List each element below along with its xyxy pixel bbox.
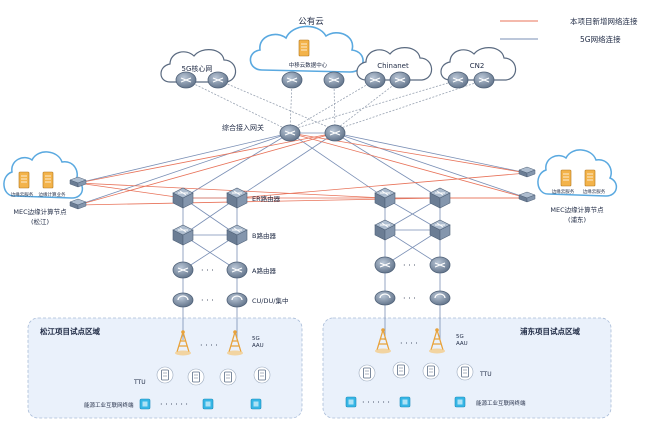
cn2-cloud: CN2 [440, 47, 517, 89]
mec-right-caption-line1: MEC边缘计算节点 [550, 205, 604, 214]
b-router-icon [429, 219, 451, 241]
5g-core-cloud: 5G核心网 [160, 49, 237, 89]
pudong-zone-title: 浦东项目试点区域 [520, 326, 580, 336]
iot-terminal-label: 能源工业互联网终端 [84, 401, 134, 409]
mec-server-icon [42, 171, 54, 189]
access-gateway: 综合接入网关 [222, 123, 346, 142]
a-router-icon [172, 261, 194, 279]
er-router-label: ER路由器 [252, 194, 281, 203]
cu-du-icon [374, 290, 396, 306]
public-cloud: 公有云 中移云数据中心 [249, 16, 364, 89]
5g-link-legend-label: 5G网络连接 [580, 34, 621, 44]
mec-server-icon [560, 169, 572, 187]
public-cloud-router-icon [323, 71, 345, 89]
new-link-legend-label: 本项目新增网络连接 [570, 16, 638, 26]
public-cloud-title: 公有云 [298, 16, 324, 27]
er-router-icon [374, 187, 396, 209]
core-router-icon [207, 71, 229, 89]
mec-server-icon [584, 169, 596, 187]
cu-du-icon [226, 292, 248, 308]
legend: 本项目新增网络连接 5G网络连接 [500, 16, 638, 44]
ttu-icon [253, 366, 271, 384]
mec-left-caption-line1: MEC边缘计算节点 [13, 207, 67, 216]
ellipsis-dots: · · · · [400, 339, 418, 348]
mec-server-icon [18, 171, 30, 189]
ellipsis-dots: · · · [201, 266, 214, 275]
iot-terminal-label: 能源工业互联网终端 [476, 399, 526, 407]
mec-right: 边缘云服务 边缘云服务 MEC边缘计算节点 (浦东) [518, 149, 618, 224]
mec-left-caption-line2: (松江) [31, 217, 49, 226]
right-network-stack: · · · · · · [374, 187, 451, 306]
chinanet-router-icon [389, 71, 411, 89]
ellipsis-dots: · · · · · · [362, 398, 390, 407]
mec-left-server2-label: 边缘计算业务 [39, 191, 66, 198]
ttu-icon [156, 366, 174, 384]
ttu-icon [392, 361, 410, 379]
b-router-label: B路由器 [252, 231, 276, 240]
ttu-icon [358, 364, 376, 382]
mec-switch-icon [518, 191, 536, 203]
5g-links [77, 132, 528, 340]
ttu-icon [422, 362, 440, 380]
ellipsis-dots: · · · [403, 261, 416, 270]
mec-switch-icon [69, 198, 87, 210]
cu-du-label: CU/DU/集中 [252, 296, 288, 305]
a-router-icon [429, 256, 451, 274]
b-router-icon [374, 219, 396, 241]
iot-terminal-icon [139, 398, 151, 410]
ellipsis-dots: · · · [403, 294, 416, 303]
cu-du-icon [172, 292, 194, 308]
ttu-icon [456, 363, 474, 381]
mec-left-server1-label: 边缘云服务 [11, 191, 34, 198]
ellipsis-dots: · · · · [200, 341, 218, 350]
cu-du-icon [429, 290, 451, 306]
links [77, 79, 528, 340]
er-router-icon [429, 187, 451, 209]
public-cloud-node-label: 中移云数据中心 [289, 61, 328, 69]
cloud-server-icon [298, 39, 310, 57]
cn2-router-icon [447, 71, 469, 89]
cn2-router-icon [473, 71, 495, 89]
b-router-icon [226, 224, 248, 246]
ellipsis-dots: · · · · · · [160, 400, 188, 409]
gateway-label: 综合接入网关 [222, 123, 264, 132]
gateway-router-icon [279, 124, 301, 142]
mec-right-server1-label: 边缘云服务 [552, 188, 575, 195]
songjiang-zone-title: 松江项目试点区域 [40, 326, 100, 336]
cn2-label: CN2 [470, 62, 485, 70]
ttu-label: TTU [133, 379, 146, 386]
mec-switch-icon [518, 166, 536, 178]
b-router-icon [172, 224, 194, 246]
gateway-router-icon [324, 124, 346, 142]
mec-right-server2-label: 边缘云服务 [583, 188, 606, 195]
mec-right-caption-line2: (浦东) [568, 215, 586, 224]
core-router-icon [175, 71, 197, 89]
ttu-label: TTU [479, 371, 492, 378]
new-links [77, 132, 528, 206]
chinanet-cloud: Chinanet [356, 47, 433, 89]
ttu-icon [219, 368, 237, 386]
chinanet-label: Chinanet [377, 62, 409, 70]
iot-terminal-icon [202, 398, 214, 410]
er-router-icon [172, 187, 194, 209]
iot-terminal-icon [454, 396, 466, 408]
iot-terminal-icon [399, 396, 411, 408]
5g-core-label: 5G核心网 [182, 64, 213, 73]
ellipsis-dots: · · · [201, 296, 214, 305]
iot-terminal-icon [250, 398, 262, 410]
left-network-stack: · · · · · · ER路由器 B路由器 A路由器 CU/DU/集中 [172, 187, 288, 308]
iot-terminal-icon [345, 396, 357, 408]
a-router-icon [374, 256, 396, 274]
chinanet-router-icon [364, 71, 386, 89]
a-router-icon [226, 261, 248, 279]
ttu-icon [187, 368, 205, 386]
a-router-label: A路由器 [252, 266, 276, 275]
public-cloud-router-icon [281, 71, 303, 89]
mec-left: 边缘云服务 边缘计算业务 MEC边缘计算节点 (松江) [3, 151, 87, 226]
